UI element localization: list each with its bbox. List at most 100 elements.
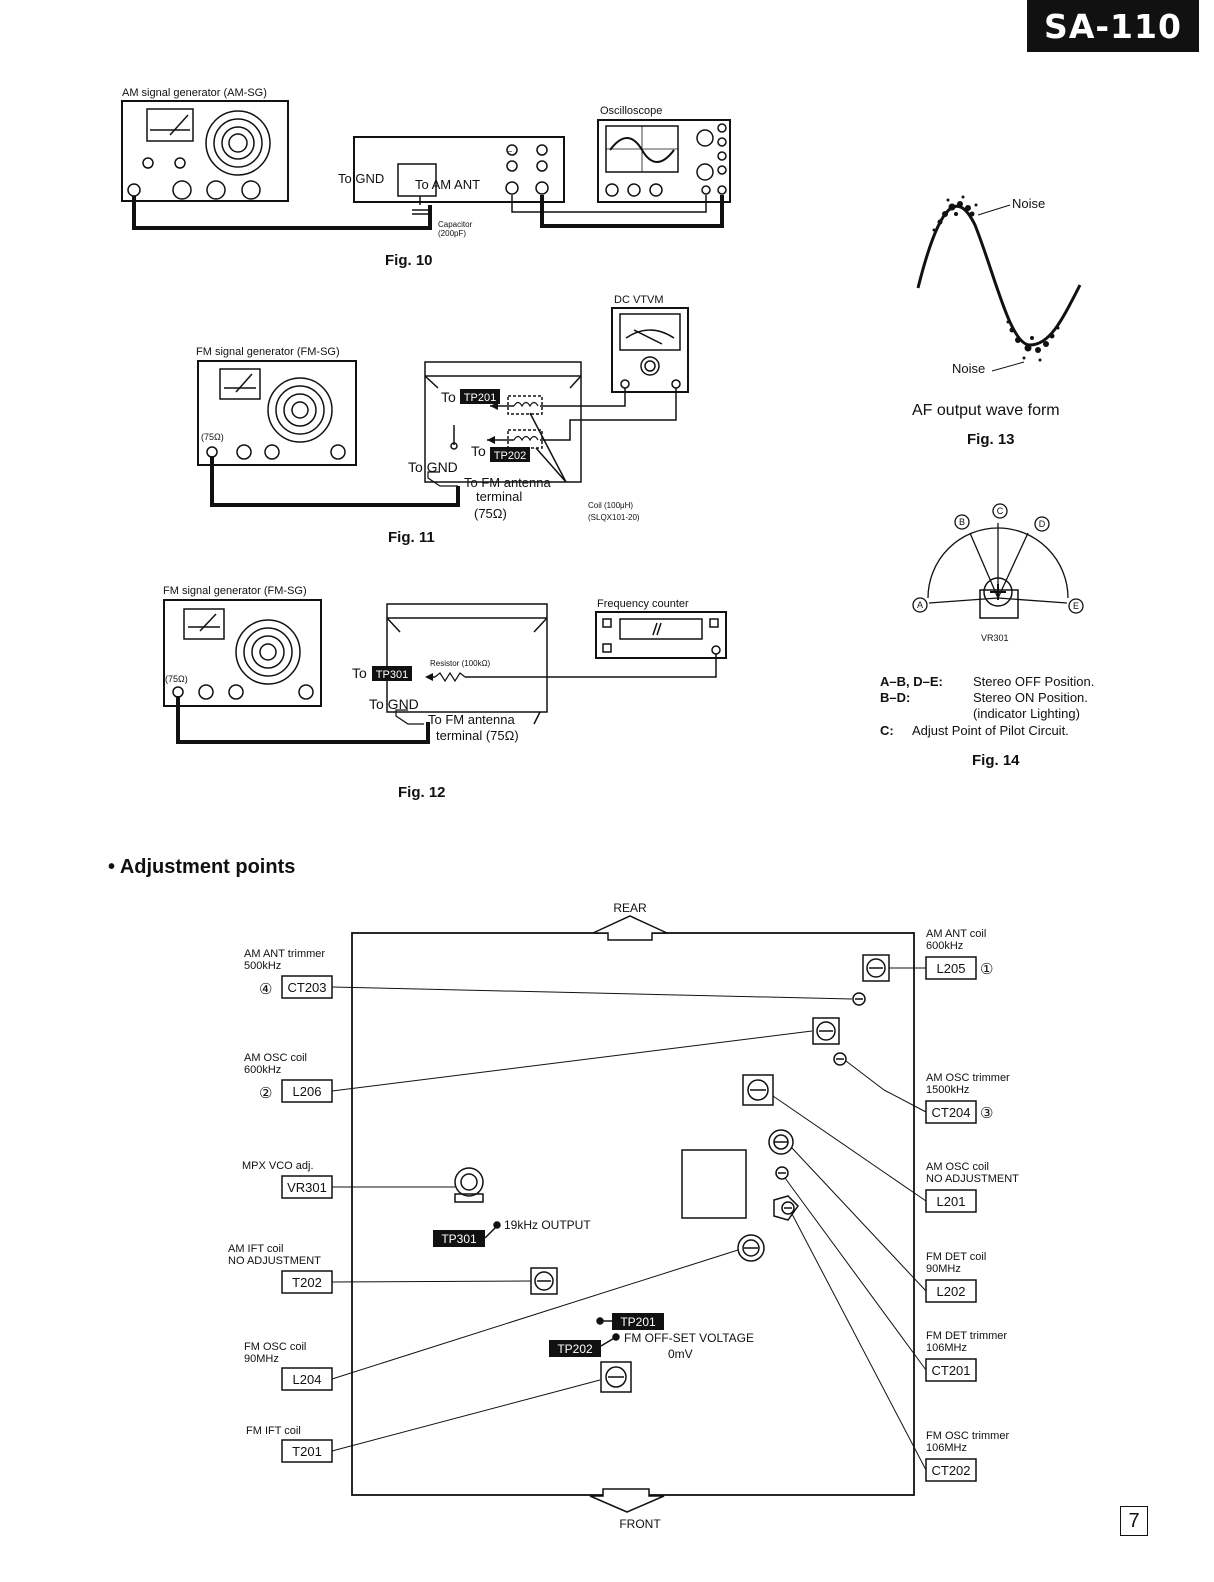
right-1-part: CT204: [931, 1105, 970, 1120]
left-3-part: T202: [292, 1275, 322, 1290]
fig11-impedance: (75Ω): [201, 432, 224, 442]
rear-arrow: [592, 915, 668, 941]
fig12-generator-label: FM signal generator (FM-SG): [163, 585, 307, 597]
fig10-scope-label: Oscilloscope: [600, 105, 662, 117]
fig11-fm-antenna-1: To FM antenna: [464, 475, 551, 490]
right-2-part: L201: [937, 1194, 966, 1209]
fig11-diagram: FM signal generator (FM-SG) (75Ω) DC VTV…: [196, 294, 689, 522]
left-3-l2: NO ADJUSTMENT: [228, 1255, 321, 1267]
fig10-capacitor-label: Capacitor: [438, 220, 473, 229]
legend-text-0: Stereo OFF Position.: [973, 674, 1094, 689]
left-1-num: ②: [259, 1085, 272, 1102]
vr301-knob: [983, 577, 1013, 607]
model-badge: SA-110: [1027, 0, 1199, 52]
right-0-l2: 600kHz: [926, 940, 963, 952]
fig12-to-tp301: To: [352, 665, 367, 681]
fig12-caption: Fig. 12: [398, 784, 446, 801]
right-3-l1: FM DET coil: [926, 1251, 986, 1263]
left-1-l1: AM OSC coil: [244, 1052, 307, 1064]
adj-tp201-label: TP201: [620, 1315, 656, 1329]
left-labels: AM ANT trimmer 500kHz ④ CT203 AM OSC coi…: [228, 948, 327, 1459]
fig14-point-a: [912, 597, 928, 613]
fig11-coil-label: Coil (100μH): [588, 501, 633, 510]
noise-speckle-top: [932, 195, 978, 232]
receiver-box-fig10: [353, 136, 565, 203]
left-callouts: [281, 975, 333, 1463]
legend-key-0: A–B, D–E:: [880, 674, 943, 689]
fig12-tp301-label: TP301: [376, 669, 408, 681]
fig13-diagram: Noise Noise AF output wave form: [912, 195, 1082, 419]
fig14-point-c-label: C: [997, 506, 1004, 516]
fig10-generator-label: AM signal generator (AM-SG): [122, 87, 267, 99]
fig13-caption: Fig. 13: [967, 431, 1015, 448]
fig11-tp201-badge: [460, 389, 500, 404]
board-components: [454, 954, 890, 1393]
fm-sg-box-fig12: [163, 599, 322, 707]
right-4-l1: FM DET trimmer: [926, 1330, 1007, 1342]
legend-text-3: Adjust Point of Pilot Circuit.: [912, 723, 1069, 738]
fig11-vtvm-label: DC VTVM: [614, 294, 664, 306]
left-0-part: CT203: [287, 980, 326, 995]
am-sg-box: [121, 100, 289, 202]
fig12-tp301-badge: [372, 666, 412, 681]
fig11-tp201-label: TP201: [464, 392, 496, 404]
right-5-l1: FM OSC trimmer: [926, 1430, 1009, 1442]
right-callouts: [925, 956, 977, 1482]
rear-label: REAR: [613, 901, 647, 915]
left-2-part: VR301: [287, 1180, 327, 1195]
right-2-l1: AM OSC coil: [926, 1161, 989, 1173]
fig13-label: AF output wave form: [912, 402, 1060, 419]
fig14-point-e: [1068, 598, 1084, 614]
receiver-box-fig11: [424, 361, 582, 483]
legend-text-2: (indicator Lighting): [973, 706, 1080, 721]
right-3-part: L202: [937, 1284, 966, 1299]
fig11-generator-label: FM signal generator (FM-SG): [196, 346, 340, 358]
fig14-point-e-label: E: [1073, 601, 1079, 611]
fig12-fm-antenna-1: To FM antenna: [428, 712, 515, 727]
fig10-to-gnd: To GND: [338, 171, 384, 186]
fig12-impedance: (75Ω): [165, 674, 188, 684]
left-2-l1: MPX VCO adj.: [242, 1160, 314, 1172]
fig10-diagram: AM signal generator (AM-SG) − Oscillosco…: [121, 87, 731, 238]
legend-key-3: C:: [880, 723, 894, 738]
left-1-part: L206: [293, 1084, 322, 1099]
fig12-resistor-label: Resistor (100kΩ): [430, 659, 491, 668]
leader-lines: [331, 967, 927, 1471]
left-1-l2: 600kHz: [244, 1064, 281, 1076]
noise-speckle-bottom: [1006, 320, 1060, 362]
front-label: FRONT: [619, 1517, 661, 1531]
fig11-fm-antenna-3: (75Ω): [474, 506, 507, 521]
receiver-box-fig12: [386, 603, 548, 713]
fig11-coil-part: (SLQX101-20): [588, 513, 640, 522]
fig10-to-am-ant: To AM ANT: [415, 177, 480, 192]
fig11-tp202-label: TP202: [494, 450, 526, 462]
dc-vtvm-box: [611, 307, 689, 393]
left-5-part: T201: [292, 1444, 322, 1459]
adj-tp301-label: TP301: [441, 1232, 477, 1246]
left-4-l1: FM OSC coil: [244, 1341, 306, 1353]
fig11-tp202-badge: [490, 447, 530, 462]
right-1-num: ③: [980, 1105, 993, 1122]
fig12-diagram: FM signal generator (FM-SG) (75Ω) Freque…: [163, 585, 727, 744]
svg-text:−: −: [508, 147, 513, 156]
adj-offset-value: 0mV: [668, 1347, 693, 1361]
fig12-fm-antenna-2: terminal (75Ω): [436, 728, 519, 743]
fig10-caption: Fig. 10: [385, 252, 433, 269]
legend-key-1: B–D:: [880, 690, 910, 705]
fm-sg-box-fig11: [197, 360, 357, 466]
legend-text-1: Stereo ON Position.: [973, 690, 1088, 705]
fig11-to-tp201: To: [441, 389, 456, 405]
right-labels: AM ANT coil 600kHz L205 ① AM OSC trimmer…: [926, 928, 1019, 1478]
fig14-point-c: [992, 503, 1008, 519]
left-5-l1: FM IFT coil: [246, 1425, 301, 1437]
right-0-part: L205: [937, 961, 966, 976]
left-4-part: L204: [293, 1372, 322, 1387]
fig14-vr-label: VR301: [981, 633, 1009, 643]
right-5-part: CT202: [931, 1463, 970, 1478]
adj-tp301-note: 19kHz OUTPUT: [504, 1218, 591, 1232]
adj-tp202-badge: [549, 1340, 601, 1357]
right-1-l1: AM OSC trimmer: [926, 1072, 1010, 1084]
fig11-fm-antenna-2: terminal: [476, 489, 522, 504]
